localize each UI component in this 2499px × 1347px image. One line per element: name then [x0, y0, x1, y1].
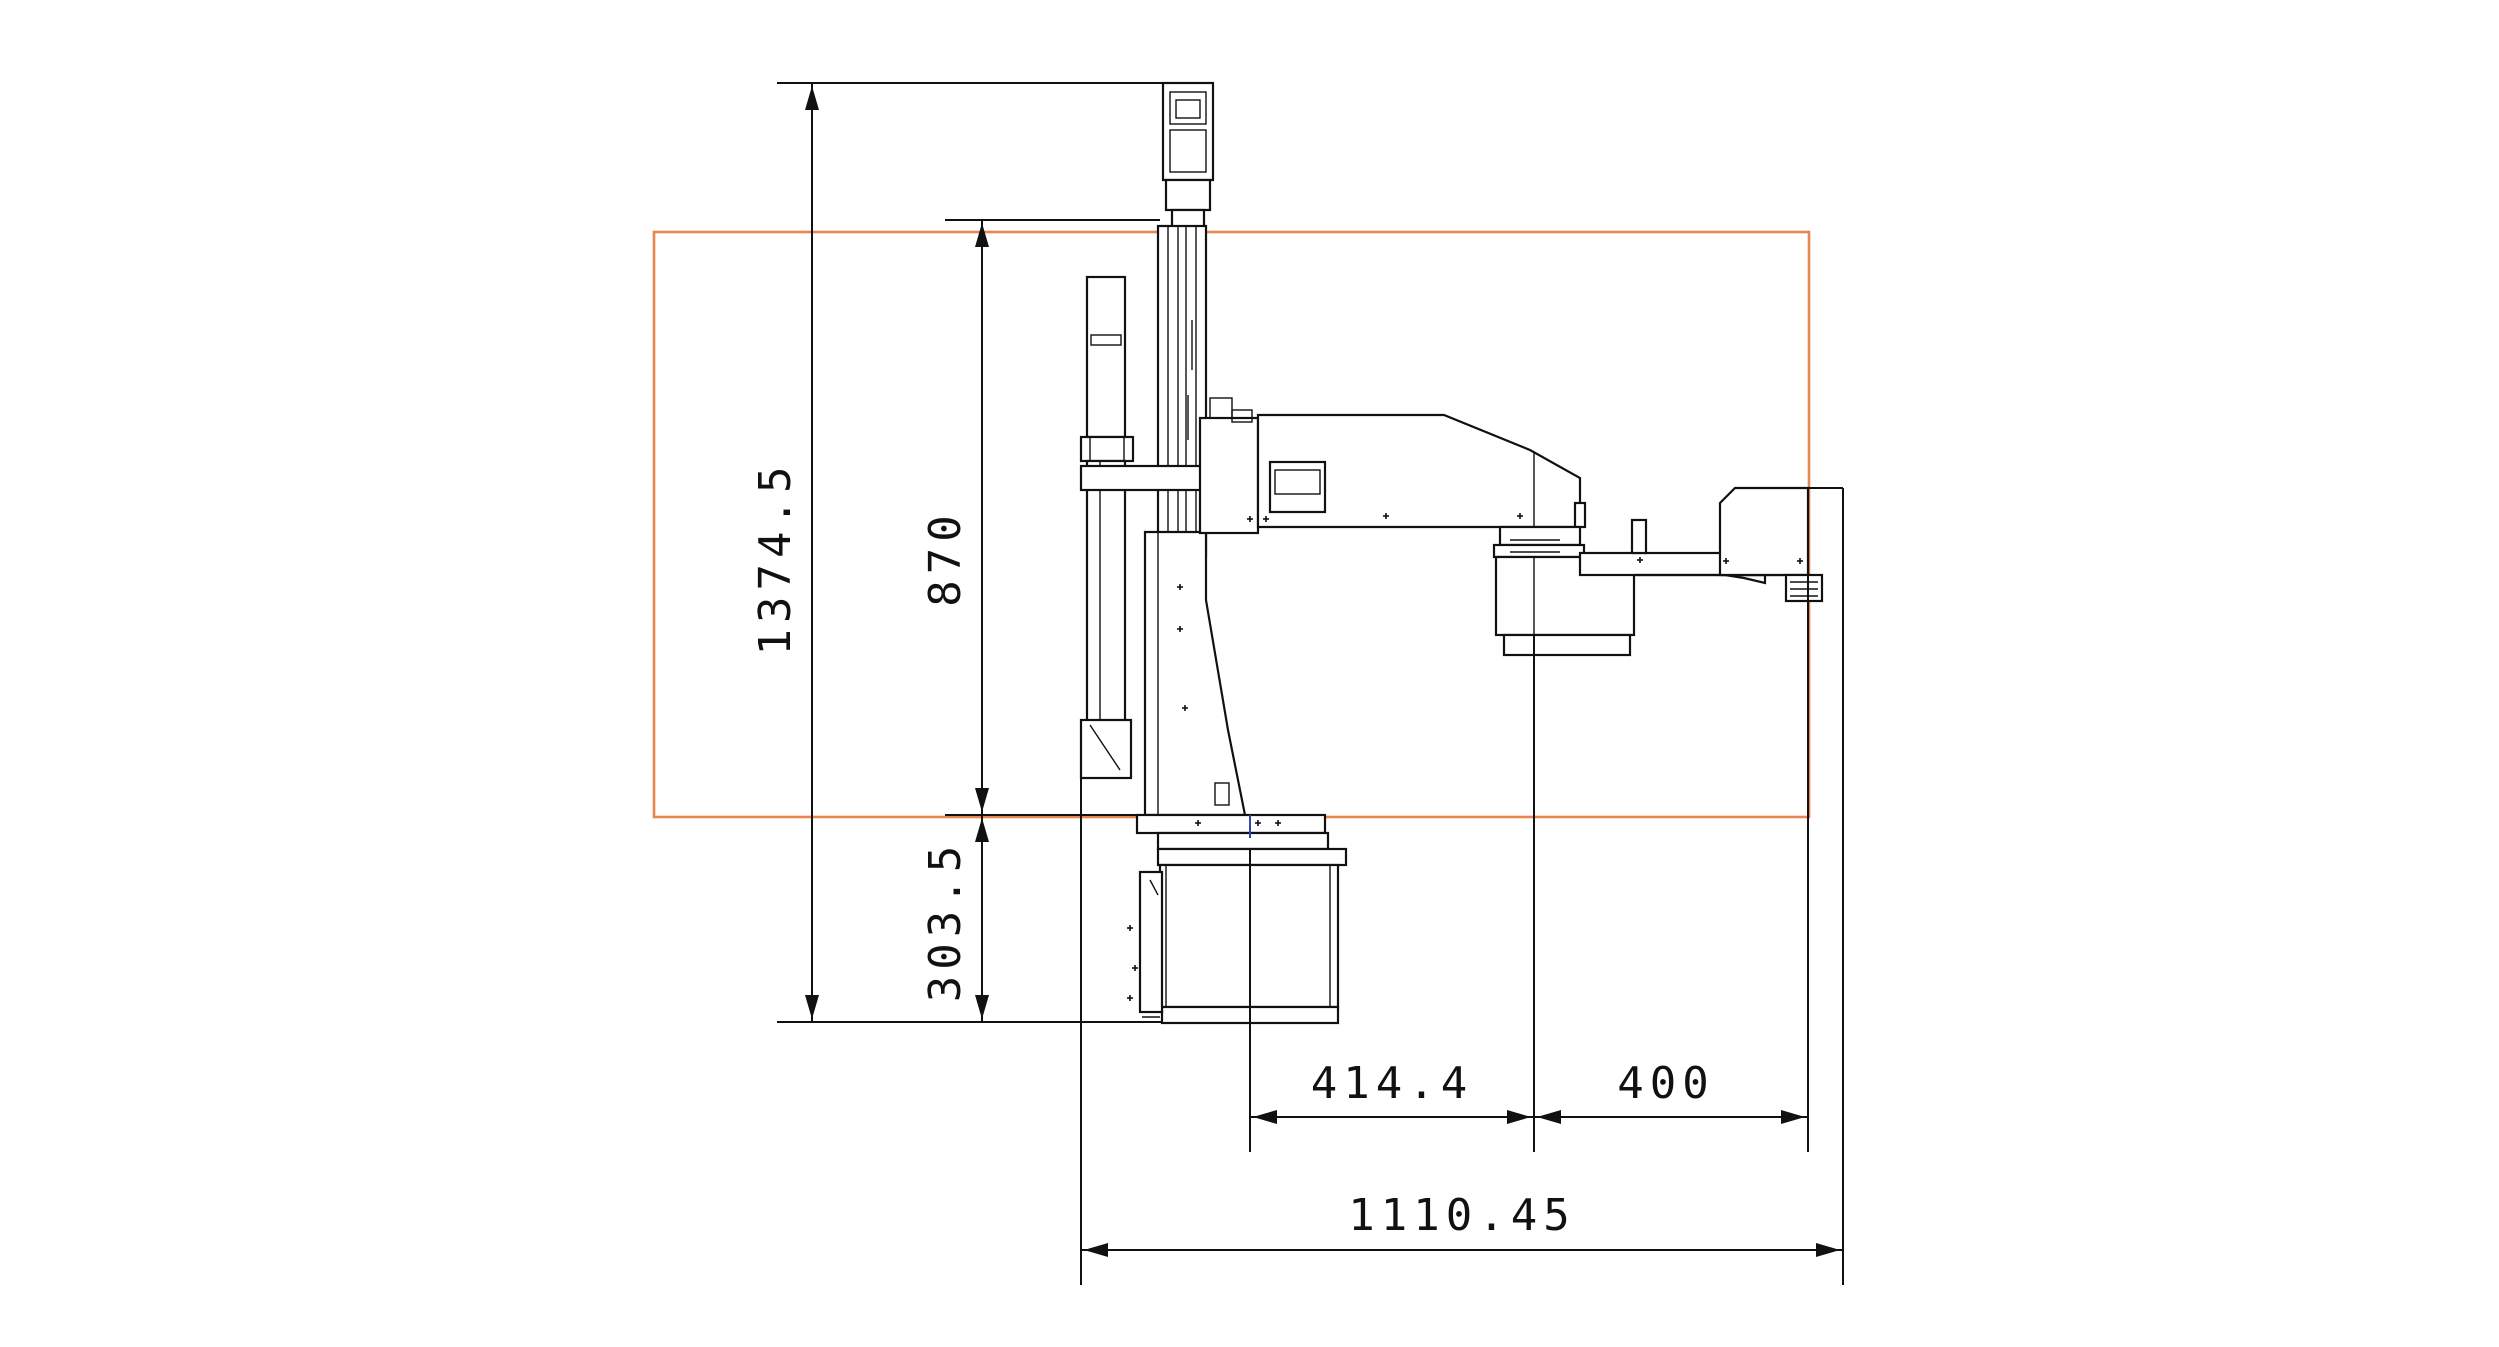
dimension-arm2-length-label: 400	[1617, 1058, 1714, 1109]
dimension-arm1-length-label: 414.4	[1311, 1058, 1473, 1109]
dimension-lines	[777, 82, 1844, 1285]
dimension-base-height-label: 303.5	[920, 840, 971, 1002]
dimension-z-stroke-label: 870	[920, 509, 971, 606]
dimension-total-reach-label: 1110.45	[1348, 1190, 1575, 1241]
robot-outline	[1079, 81, 1824, 1025]
dimension-total-height-label: 1374.5	[750, 461, 801, 656]
